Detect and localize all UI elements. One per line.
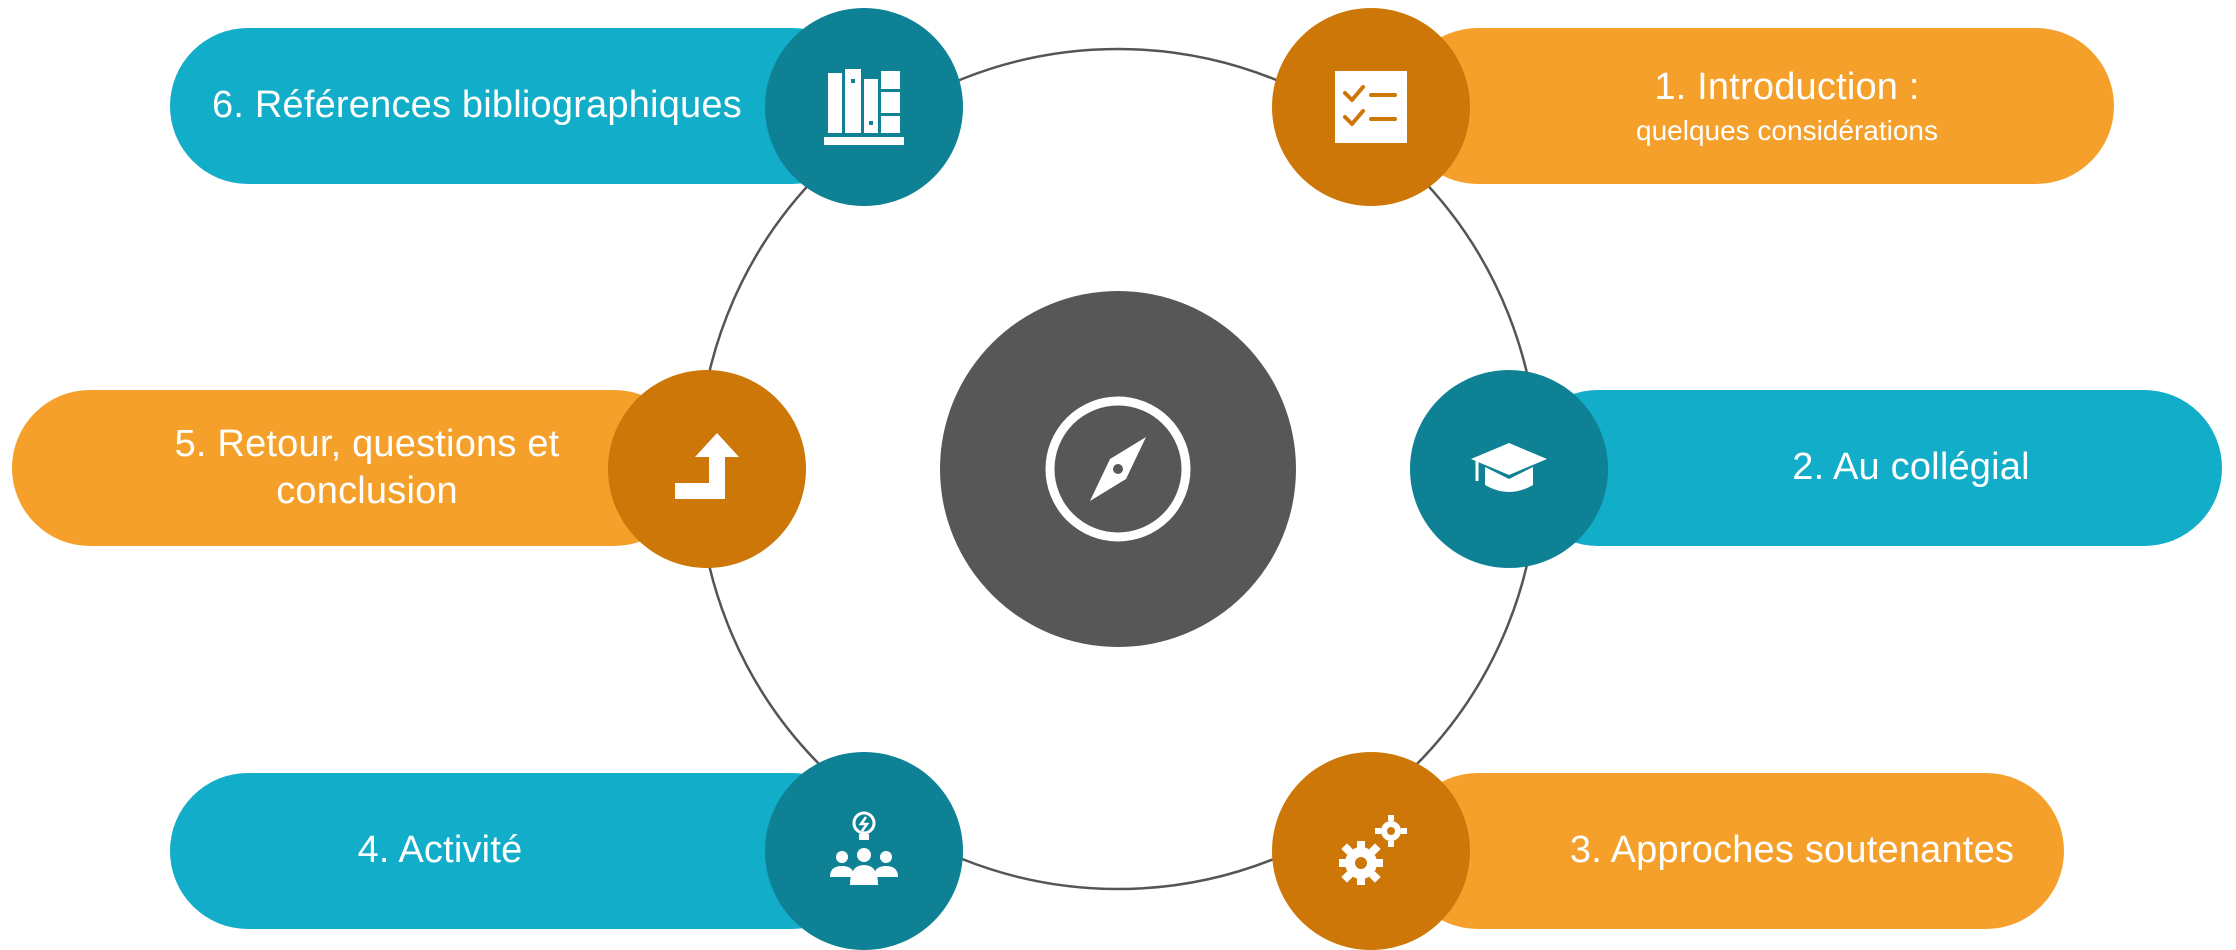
item-retour[interactable]: 5. Retour, questions et conclusion: [12, 390, 692, 546]
gears-icon: [1339, 815, 1407, 885]
team-idea-icon: [830, 811, 898, 885]
item-activite-title: 4. Activité: [357, 829, 523, 872]
hub-circle: [940, 291, 1296, 647]
item-au-collegial[interactable]: 2. Au collégial: [1520, 390, 2222, 546]
badge-au-collegial[interactable]: [1410, 370, 1608, 568]
checklist-icon: [1335, 71, 1407, 143]
badge-activite[interactable]: [765, 752, 963, 950]
item-references-title: 6. Références bibliographiques: [212, 84, 742, 127]
item-introduction[interactable]: 1. Introduction : quelques considération…: [1400, 28, 2114, 184]
compass-icon: [1045, 396, 1191, 542]
item-activite[interactable]: 4. Activité: [170, 773, 870, 929]
item-approches[interactable]: 3. Approches soutenantes: [1400, 773, 2064, 929]
item-retour-title: 5. Retour, questions et: [174, 422, 560, 465]
badge-approches[interactable]: [1272, 752, 1470, 950]
badge-references[interactable]: [765, 8, 963, 206]
item-references[interactable]: 6. Références bibliographiques: [170, 28, 870, 184]
graduation-cap-icon: [1471, 443, 1547, 492]
item-retour-title-line2: conclusion: [276, 470, 458, 512]
item-au-collegial-title: 2. Au collégial: [1792, 446, 2030, 489]
books-icon: [824, 69, 904, 145]
item-introduction-title: 1. Introduction :: [1654, 65, 1920, 108]
item-approches-title: 3. Approches soutenantes: [1569, 829, 2015, 872]
turn-up-arrow-icon: [675, 433, 739, 499]
item-introduction-subtitle: quelques considérations: [1636, 115, 1938, 147]
badge-introduction[interactable]: [1272, 8, 1470, 206]
badge-retour[interactable]: [608, 370, 806, 568]
